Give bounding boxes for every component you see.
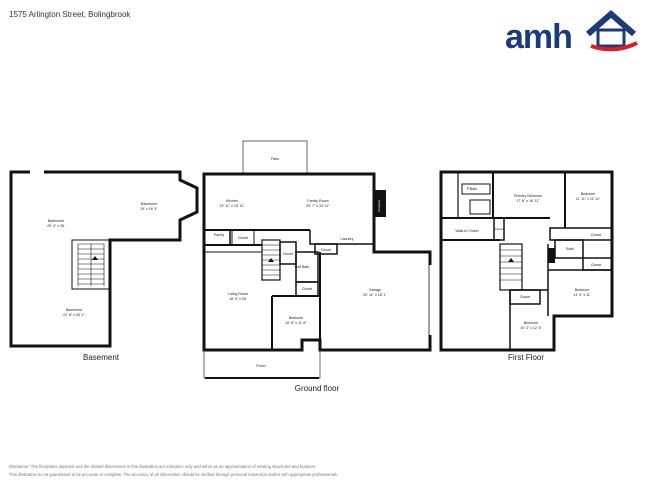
family-room-label: Family Room xyxy=(307,199,328,203)
first-stair-arrow-icon xyxy=(508,258,514,262)
bedroom-ne-label: Bedroom xyxy=(581,192,596,196)
primary-bath-label: P.Bath xyxy=(467,187,477,191)
ground-closet-3-label: Closet xyxy=(321,248,331,252)
bedroom-e-dims: 13' 9" x 11' xyxy=(573,293,590,297)
logo-wordmark: amh xyxy=(505,18,573,56)
ground-bedroom-dims: 10' 8" x 11' 6" xyxy=(285,321,307,325)
basement-room-1-label: Basement xyxy=(48,219,64,223)
living-room-label: Living Room xyxy=(228,292,248,296)
half-bath-label: Half Bath xyxy=(295,265,310,269)
living-room-dims: 16' 9" x 25' xyxy=(229,297,247,301)
fireplace-label: Fireplace xyxy=(377,200,381,213)
ground-closet-4-label: Closet xyxy=(302,287,312,291)
bedroom-ne-dims: 11' 11" x 11' 11" xyxy=(576,197,601,201)
ground-bedroom-label: Bedroom xyxy=(289,316,304,320)
house-roof-icon xyxy=(586,10,638,52)
garage-dims: 20' 11" x 18' 1" xyxy=(363,293,387,297)
porch-label: Porch xyxy=(256,364,265,368)
property-address: 1575 Arlington Street, Bolingbrook xyxy=(9,10,131,19)
ground-stair-arrow-icon xyxy=(268,258,274,262)
first-closet-b-label: Closet xyxy=(591,233,601,237)
first-floor-plan xyxy=(439,170,614,352)
disclaimer-line-1: Disclaimer: The floorplans depicted and … xyxy=(9,464,317,469)
bedroom-s-dims: 10' 3" x 12' 6" xyxy=(520,326,542,330)
basement-room-2-dims: 19' x 16' 4" xyxy=(140,207,158,211)
bedroom-s-label: Bedroom xyxy=(524,321,539,325)
patio-label: Patio xyxy=(271,157,279,161)
garage-label: Garage xyxy=(369,288,381,292)
basement-stair-arrow-icon xyxy=(92,256,98,260)
walk-in-closet-label: Walk-In Closet xyxy=(455,229,478,233)
first-floor-title: First Floor xyxy=(508,353,544,362)
basement-title: Basement xyxy=(83,353,120,362)
bedroom-e-label: Bedroom xyxy=(575,288,590,292)
first-closet-d-label: Closet xyxy=(520,295,530,299)
ground-closet-2-label: Closet xyxy=(283,252,293,256)
kitchen-label: Kitchen xyxy=(226,199,238,203)
amh-logo: amh xyxy=(505,10,640,56)
first-closet-c-label: Closet xyxy=(591,263,601,267)
disclaimer-line-2: This illustration is not guaranteed to b… xyxy=(9,472,339,477)
basement-plan xyxy=(9,170,199,348)
pantry-label: Pantry xyxy=(214,233,225,237)
primary-bedroom-dims: 17' 8" x 16' 11" xyxy=(516,199,540,203)
ground-floor-title: Ground floor xyxy=(295,384,340,393)
ground-floor-plan xyxy=(202,140,432,379)
bath-label: Bath xyxy=(566,247,573,251)
ground-closet-1-label: Closet xyxy=(238,236,248,240)
primary-bedroom-label: Primary Bedroom xyxy=(514,194,542,198)
basement-room-1-dims: 20' 4" x 28' xyxy=(47,224,65,228)
basement-room-3-label: Basement xyxy=(66,308,82,312)
basement-room-2-label: Basement xyxy=(141,202,157,206)
family-room-dims: 20' 7" x 15' 11" xyxy=(306,204,330,208)
basement-room-3-dims: 21' 8" x 25' 1" xyxy=(63,313,85,317)
laundry-label: Laundry xyxy=(341,237,354,241)
kitchen-dims: 13' 11" x 15' 11" xyxy=(219,204,245,208)
first-closet-a-label: Closet xyxy=(495,227,504,231)
